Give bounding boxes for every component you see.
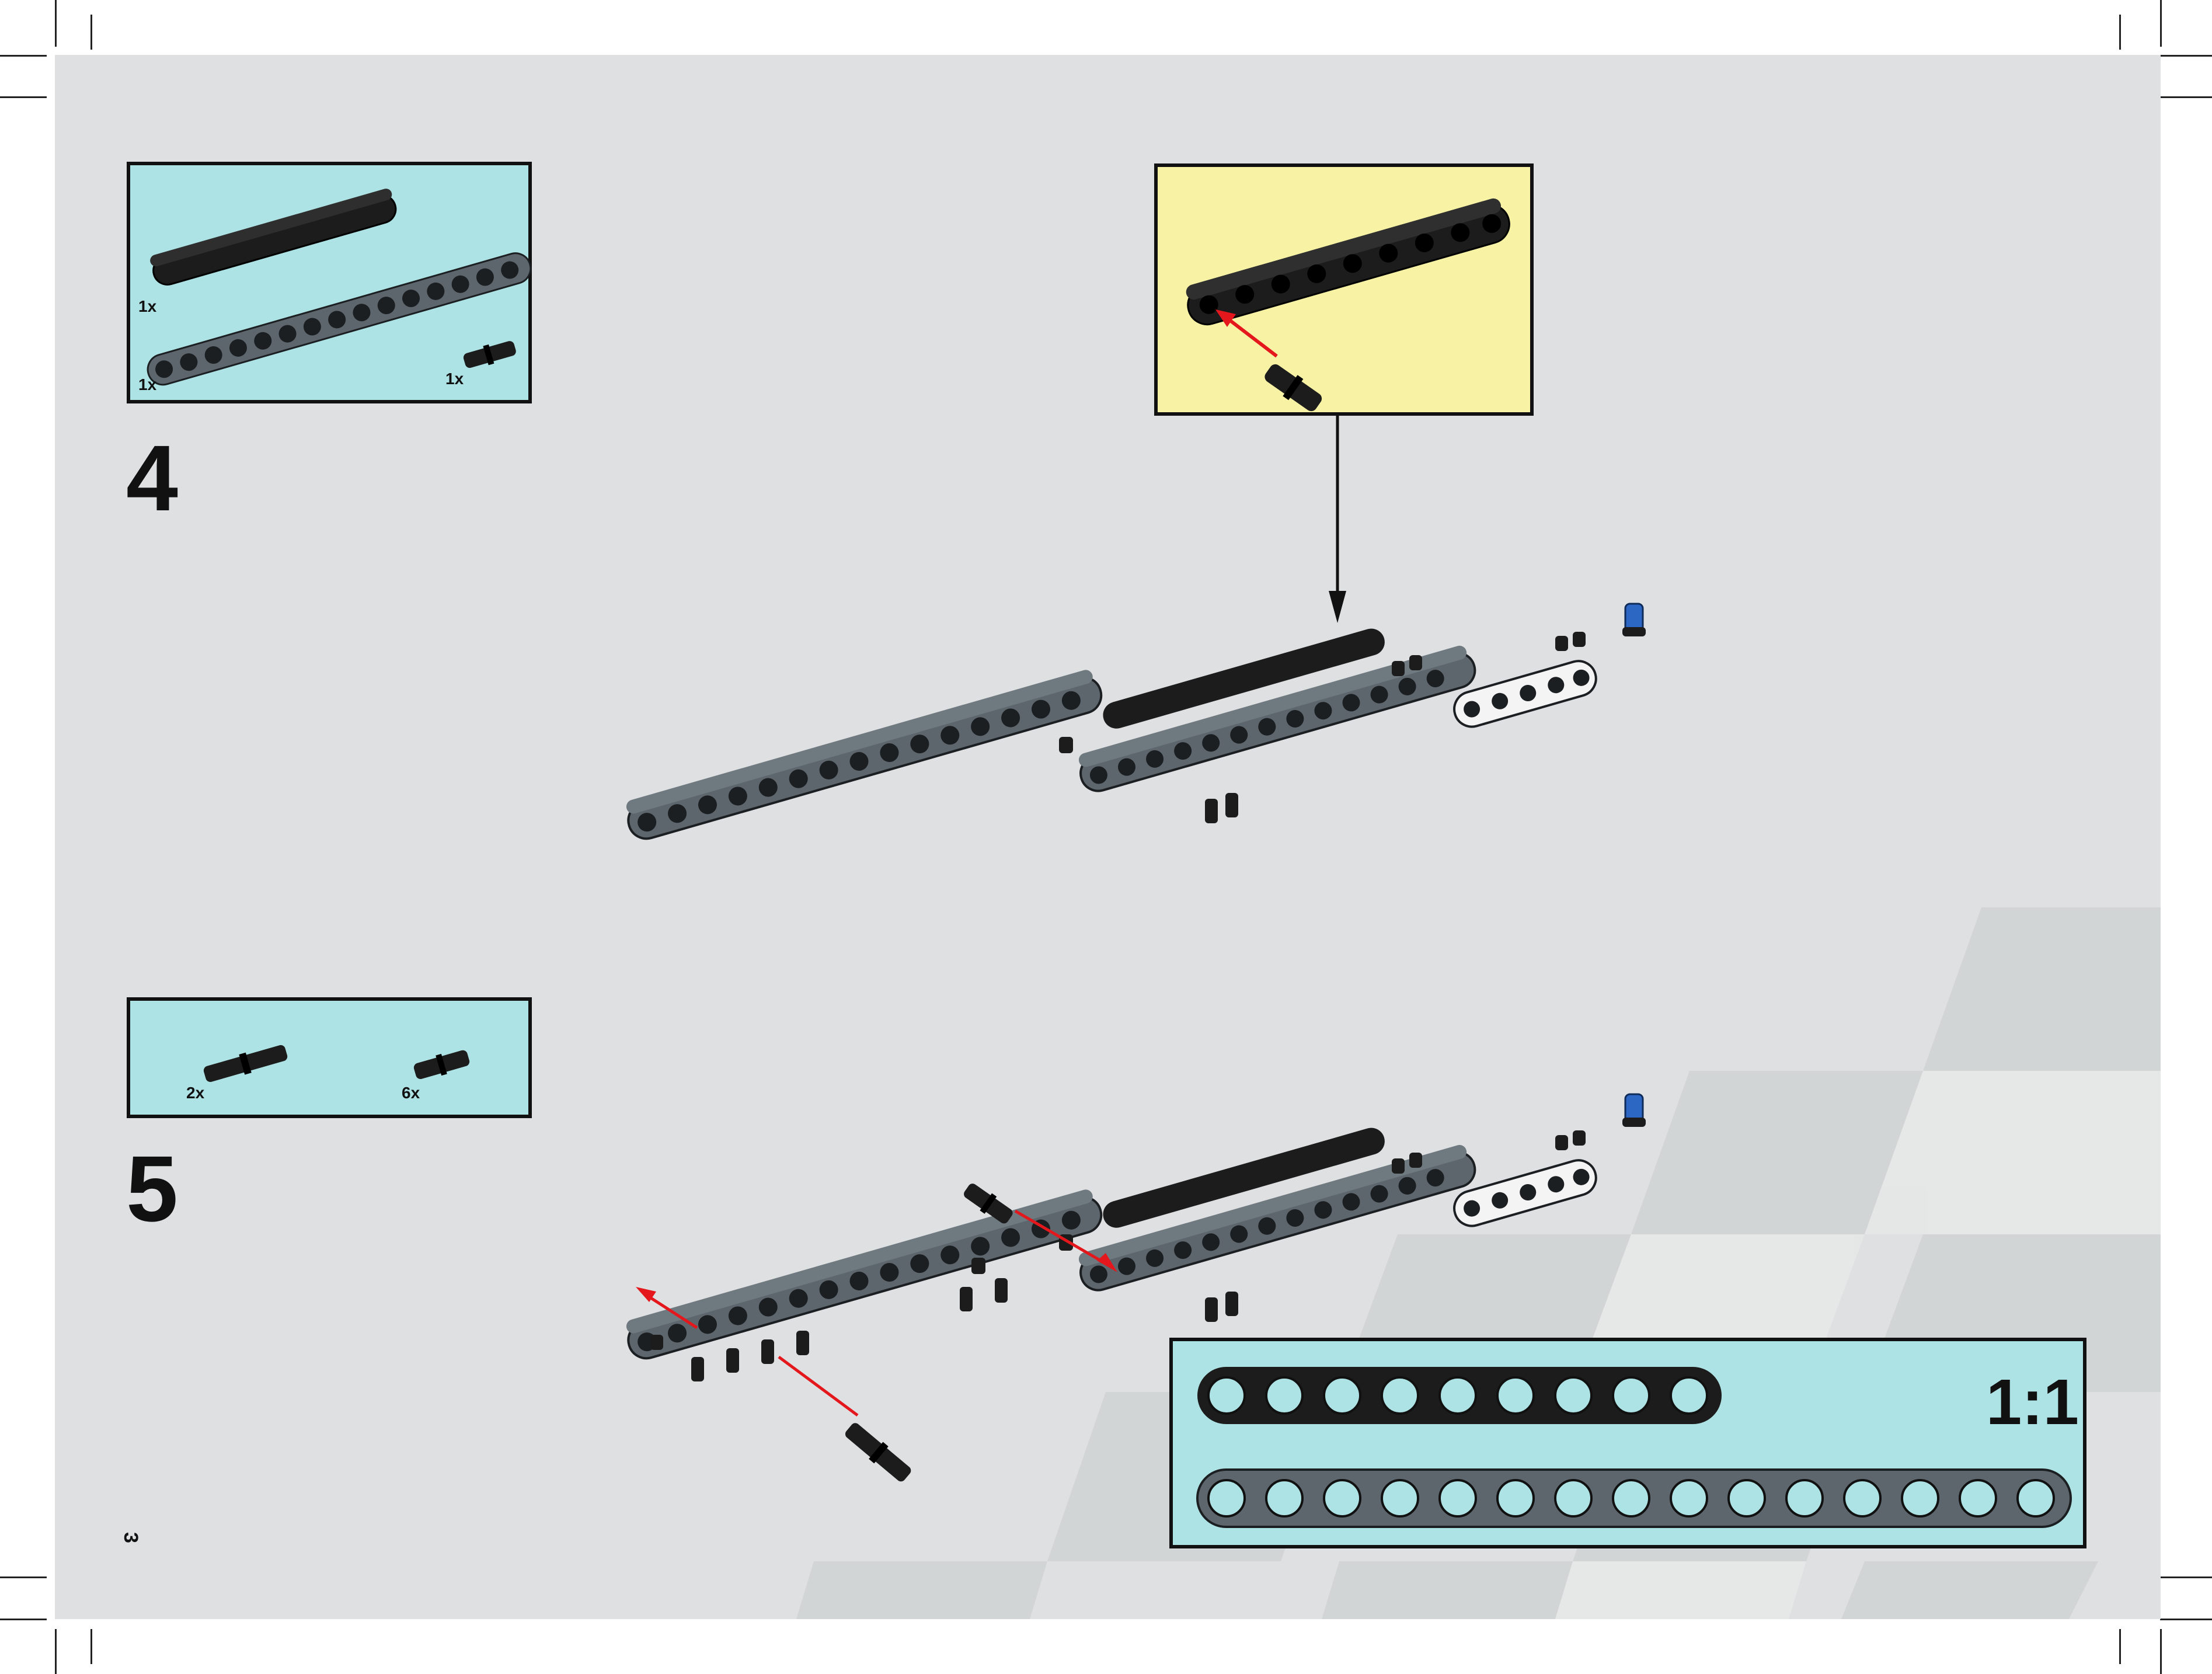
- scale-label: 1:1: [1986, 1370, 2079, 1435]
- blue-pin-icon: [1622, 604, 1646, 636]
- step-4-subassembly-callout: [1154, 163, 1534, 416]
- step-number-4: 4: [126, 431, 178, 525]
- floating-long-pin-icon: [842, 1419, 914, 1485]
- long-pin-icon: [202, 1042, 289, 1085]
- step-5-parts-list: 2x 6x: [127, 997, 532, 1118]
- scale-reference-beams: [1169, 1338, 2086, 1548]
- step-4-assembly-illustration: [609, 534, 1660, 942]
- step-4-parts-list: 1x 1x 1x: [127, 162, 532, 403]
- part-qty-pin: 1x: [445, 370, 464, 388]
- callout-pin-icon: [1261, 360, 1326, 416]
- insert-arrow-icon: [1227, 318, 1277, 356]
- step-4-parts-illustration: [127, 162, 532, 403]
- black-beam-icon: [149, 187, 399, 288]
- page-number: 3: [119, 1532, 142, 1543]
- scale-reference-box: 1:1: [1169, 1338, 2086, 1548]
- part-qty-long-pin: 2x: [186, 1084, 204, 1102]
- callout-illustration: [1154, 163, 1534, 416]
- part-qty-pin: 6x: [402, 1084, 420, 1102]
- beam-9-icon: [1197, 1367, 1722, 1424]
- beam-15-icon: [1197, 1470, 2071, 1527]
- part-qty-gray-beam: 1x: [138, 375, 156, 394]
- pin-icon: [412, 1047, 471, 1083]
- step-number-5: 5: [126, 1142, 178, 1236]
- instruction-page: 1x 1x 1x 4: [55, 55, 2161, 1619]
- part-qty-black-beam: 1x: [138, 297, 156, 316]
- blue-pin-icon: [1622, 1094, 1646, 1127]
- callout-black-beam-icon: [1182, 196, 1514, 329]
- pin-icon: [462, 337, 518, 371]
